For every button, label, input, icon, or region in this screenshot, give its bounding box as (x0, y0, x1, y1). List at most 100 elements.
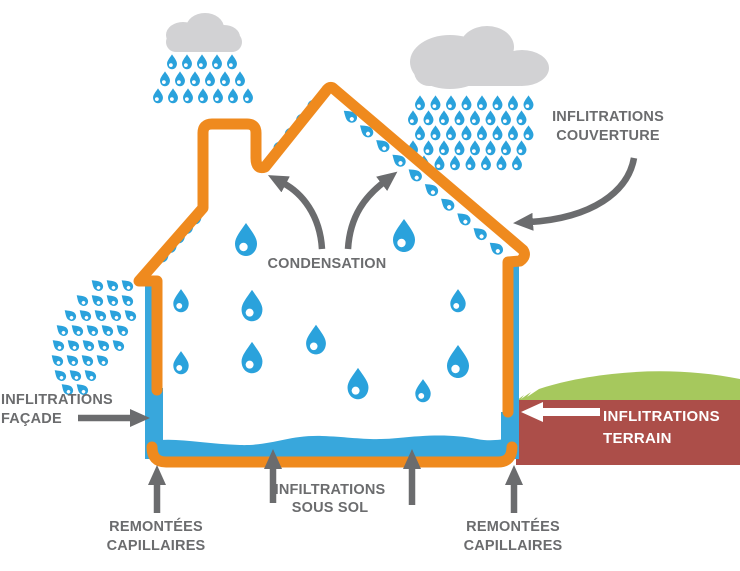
house-floor (146, 441, 518, 468)
water-drop-icon (173, 351, 189, 375)
water-drop-icon (450, 155, 460, 171)
label-facade-line1: INFLITRATIONS (1, 392, 113, 408)
water-drop-icon (167, 54, 177, 70)
water-drop-icon (91, 306, 109, 323)
rain-drops (48, 54, 534, 397)
condensation-arrow-left (267, 175, 326, 250)
water-drop-icon (477, 125, 487, 141)
couverture-arrow (513, 157, 638, 231)
water-drop-icon (118, 291, 136, 308)
water-drop-icon (83, 321, 101, 338)
label-couverture: INFLITRATIONS COUVERTURE (552, 109, 664, 144)
water-drop-icon (64, 336, 82, 353)
water-drop-icon (63, 351, 81, 368)
water-drop-icon (88, 276, 106, 293)
water-drop-icon (183, 88, 193, 104)
label-facade: INFLITRATIONS FAÇADE (1, 392, 113, 427)
water-drop-icon (235, 71, 245, 87)
water-drop-icon (49, 336, 67, 353)
water-drop-icon (228, 88, 238, 104)
water-drop-icon (227, 54, 237, 70)
water-drop-icon (61, 306, 79, 323)
water-drop-icon (501, 140, 511, 156)
water-drop-icon (160, 71, 170, 87)
water-drop-icon (241, 341, 263, 374)
water-drop-icon (450, 289, 466, 313)
water-drop-icon (76, 306, 94, 323)
water-drop-icon (470, 110, 480, 126)
water-drop-icon (430, 125, 441, 141)
water-drop-icon (103, 276, 121, 293)
water-drop-icon (454, 140, 465, 156)
grass-mound (516, 371, 740, 402)
water-drop-icon (439, 110, 449, 126)
label-remontees-right-line1: REMONTÉES (466, 518, 560, 535)
water-drop-icon (461, 95, 472, 111)
water-drop-icon (508, 125, 518, 141)
water-drop-icon (446, 95, 456, 111)
water-drop-icon (205, 71, 215, 87)
water-drop-icon (470, 224, 490, 243)
water-drop-icon (66, 366, 84, 383)
water-drop-icon (79, 336, 97, 353)
water-drop-icon (109, 336, 127, 353)
water-drop-icon (173, 289, 189, 313)
water-drop-icon (182, 54, 192, 70)
label-terrain: INFLITRATIONS TERRAIN (603, 408, 720, 447)
water-drop-icon (481, 155, 491, 171)
water-drop-icon (88, 291, 106, 308)
water-drop-icon (501, 110, 511, 126)
water-drop-icon (235, 223, 257, 256)
water-drop-icon (447, 345, 469, 378)
water-drop-icon (73, 291, 91, 308)
cloud-icon-right (410, 26, 549, 89)
label-remontees-left-line2: CAPILLAIRES (107, 538, 206, 554)
rain-wind-facade (48, 276, 139, 397)
cloud-icon-left (166, 13, 242, 52)
water-drop-icon (106, 306, 124, 323)
water-drop-icon (415, 379, 431, 403)
water-drop-icon (190, 71, 200, 87)
water-drop-icon (168, 88, 178, 104)
water-drop-icon (347, 367, 369, 400)
water-drop-icon (393, 219, 415, 252)
water-drop-icon (423, 110, 434, 126)
label-terrain-line2: TERRAIN (603, 430, 672, 447)
water-drop-icon (470, 140, 480, 156)
label-sous-sol-line1: INFILTRATIONS (275, 482, 386, 498)
label-remontees-left-line1: REMONTÉES (109, 518, 203, 535)
water-drop-icon (415, 125, 425, 141)
water-drop-icon (121, 306, 139, 323)
water-drop-icon (446, 125, 456, 141)
water-drop-icon (523, 95, 534, 111)
water-drop-icon (415, 95, 425, 111)
water-drop-icon (175, 71, 185, 87)
label-terrain-line1: INFLITRATIONS (603, 408, 720, 425)
water-drop-icon (465, 155, 476, 171)
water-drop-icon (408, 110, 418, 126)
water-drop-icon (485, 110, 496, 126)
label-couverture-line2: COUVERTURE (556, 128, 660, 144)
water-drop-icon (212, 54, 222, 70)
water-drop-icon (477, 95, 487, 111)
label-sous-sol-line2: SOUS SOL (292, 500, 369, 516)
rain-cloud-right (408, 95, 534, 171)
water-drop-icon (516, 110, 527, 126)
ground-water (152, 435, 514, 459)
water-drop-icon (486, 238, 506, 257)
water-drop-icon (98, 321, 116, 338)
water-drop-icon (492, 125, 503, 141)
water-drop-icon (241, 289, 263, 322)
label-sous-sol: INFILTRATIONS SOUS SOL (275, 482, 386, 516)
water-drop-icon (68, 321, 86, 338)
label-facade-line2: FAÇADE (1, 411, 62, 427)
water-drop-icon (103, 291, 121, 308)
label-condensation: CONDENSATION (268, 256, 387, 272)
water-drop-icon (439, 140, 449, 156)
water-drop-icon (523, 125, 534, 141)
house-outline (133, 81, 530, 418)
water-drop-icon (454, 110, 465, 126)
water-drop-icon (220, 71, 230, 87)
label-remontees-right: REMONTÉES CAPILLAIRES (464, 518, 563, 554)
